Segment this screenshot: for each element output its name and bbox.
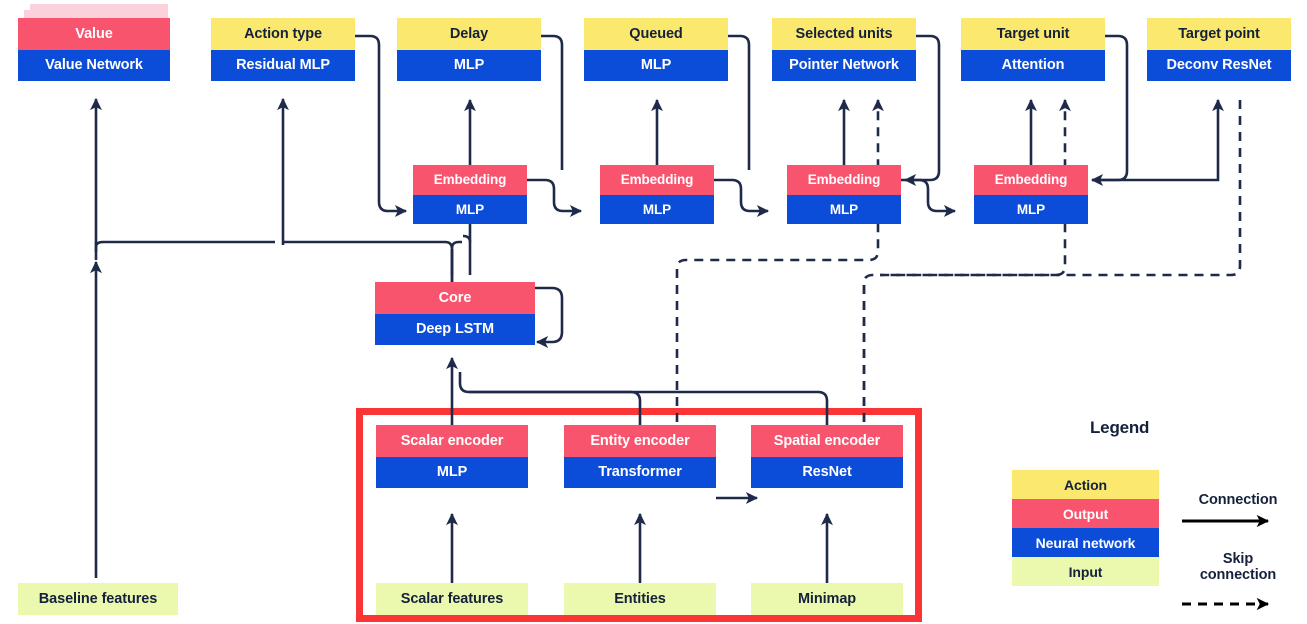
node-minimap-label: Minimap	[751, 583, 903, 615]
node-minimap: Minimap	[751, 583, 903, 615]
node-spatial-encoder-title: Spatial encoder	[751, 425, 903, 457]
node-embedding-3-network: MLP	[787, 195, 901, 224]
node-delay-title: Delay	[397, 18, 541, 50]
node-target-point-network: Deconv ResNet	[1147, 50, 1291, 81]
node-embedding-4-network: MLP	[974, 195, 1088, 224]
node-baseline-features-label: Baseline features	[18, 583, 178, 615]
node-entities: Entities	[564, 583, 716, 615]
node-action-type-title: Action type	[211, 18, 355, 50]
node-core: Core Deep LSTM	[375, 282, 535, 345]
legend-swatch-output: Output	[1012, 499, 1159, 528]
node-target-point: Target point Deconv ResNet	[1147, 18, 1291, 81]
node-spatial-encoder: Spatial encoder ResNet	[751, 425, 903, 488]
node-core-network: Deep LSTM	[375, 314, 535, 345]
legend-connection-label: Connection	[1198, 492, 1278, 508]
node-value-network: Value Network	[18, 50, 170, 81]
legend-swatch-neural-network: Neural network	[1012, 528, 1159, 557]
node-delay-network: MLP	[397, 50, 541, 81]
node-embedding-1: Embedding MLP	[413, 165, 527, 224]
node-selected-units: Selected units Pointer Network	[772, 18, 916, 81]
node-target-unit-title: Target unit	[961, 18, 1105, 50]
node-scalar-features: Scalar features	[376, 583, 528, 615]
node-action-type-network: Residual MLP	[211, 50, 355, 81]
node-queued: Queued MLP	[584, 18, 728, 81]
legend-swatch-input: Input	[1012, 557, 1159, 586]
legend-swatch-action: Action	[1012, 470, 1159, 499]
node-embedding-3: Embedding MLP	[787, 165, 901, 224]
node-scalar-features-label: Scalar features	[376, 583, 528, 615]
node-queued-network: MLP	[584, 50, 728, 81]
node-embedding-2: Embedding MLP	[600, 165, 714, 224]
node-embedding-1-network: MLP	[413, 195, 527, 224]
node-embedding-4-title: Embedding	[974, 165, 1088, 195]
node-scalar-encoder-network: MLP	[376, 457, 528, 488]
node-embedding-3-title: Embedding	[787, 165, 901, 195]
node-queued-title: Queued	[584, 18, 728, 50]
node-entity-encoder: Entity encoder Transformer	[564, 425, 716, 488]
node-scalar-encoder-title: Scalar encoder	[376, 425, 528, 457]
node-embedding-2-network: MLP	[600, 195, 714, 224]
node-core-title: Core	[375, 282, 535, 314]
node-scalar-encoder: Scalar encoder MLP	[376, 425, 528, 488]
node-value-title: Value	[18, 18, 170, 50]
node-target-unit-network: Attention	[961, 50, 1105, 81]
node-entity-encoder-title: Entity encoder	[564, 425, 716, 457]
node-embedding-2-title: Embedding	[600, 165, 714, 195]
node-target-unit: Target unit Attention	[961, 18, 1105, 81]
node-baseline-features: Baseline features	[18, 583, 178, 615]
node-embedding-1-title: Embedding	[413, 165, 527, 195]
node-value: Value Value Network	[18, 18, 170, 81]
node-spatial-encoder-network: ResNet	[751, 457, 903, 488]
node-embedding-4: Embedding MLP	[974, 165, 1088, 224]
node-selected-units-network: Pointer Network	[772, 50, 916, 81]
node-entities-label: Entities	[564, 583, 716, 615]
legend-title: Legend	[1090, 418, 1150, 437]
node-action-type: Action type Residual MLP	[211, 18, 355, 81]
node-delay: Delay MLP	[397, 18, 541, 81]
node-selected-units-title: Selected units	[772, 18, 916, 50]
legend-swatch-stack: Action Output Neural network Input	[1012, 470, 1159, 586]
node-target-point-title: Target point	[1147, 18, 1291, 50]
node-entity-encoder-network: Transformer	[564, 457, 716, 488]
